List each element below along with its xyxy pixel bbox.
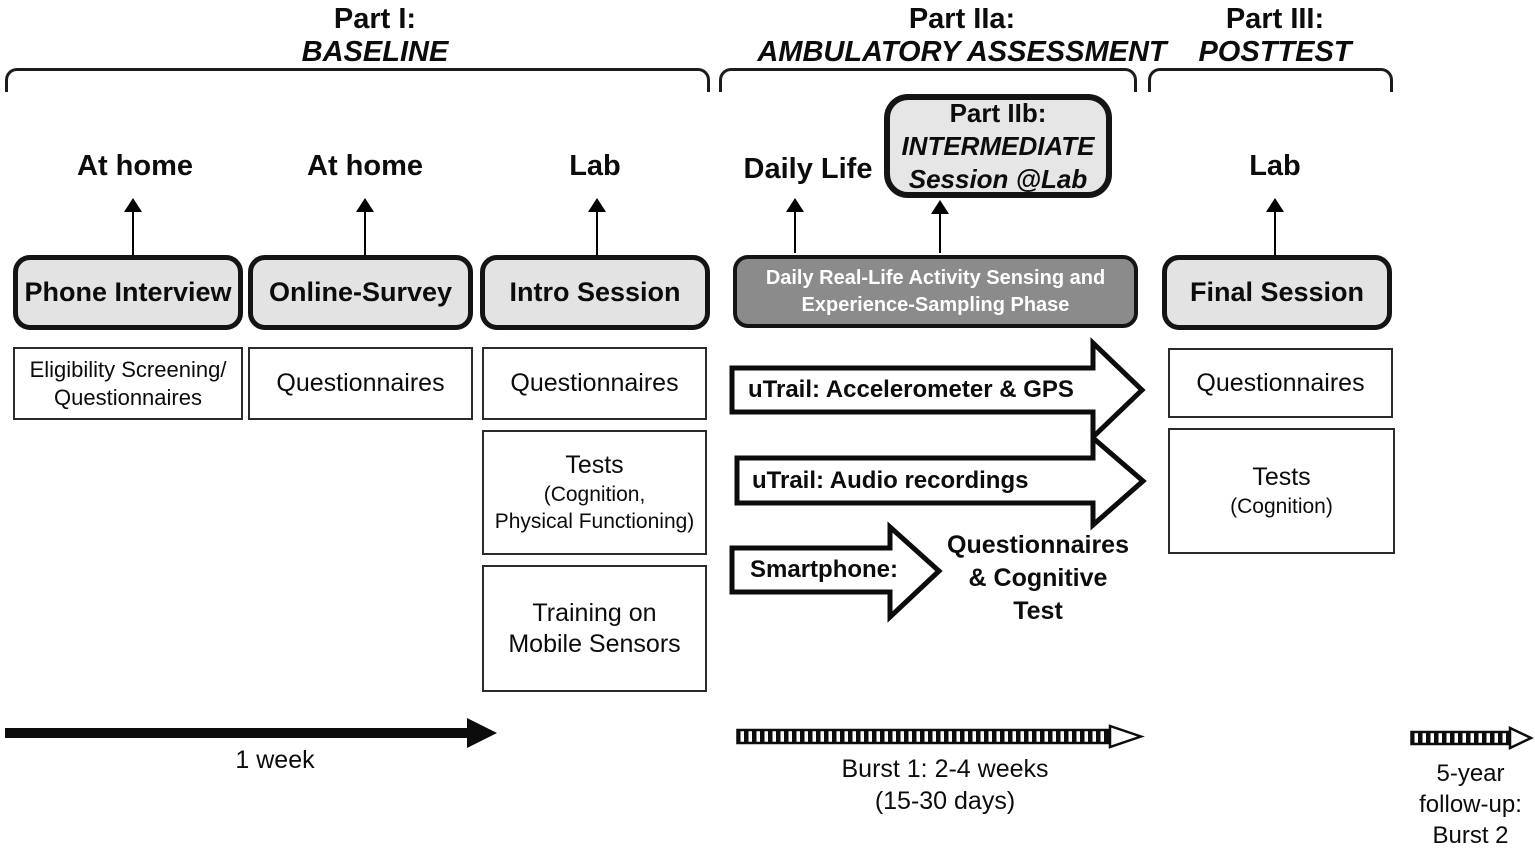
online-questionnaires-box: Questionnaires (248, 347, 473, 420)
training-line2: Mobile Sensors (508, 629, 681, 658)
eligibility-line2: Questionnaires (54, 384, 202, 410)
burst2-line1: 5-year (1436, 760, 1505, 787)
sensing-phase-box: Daily Real-Life Activity Sensing and Exp… (733, 255, 1138, 328)
part2b-line2: INTERMEDIATE (901, 130, 1095, 161)
up-arrow-part2b (931, 200, 949, 253)
intro-questionnaires-box: Questionnaires (482, 347, 707, 420)
smartphone-arrow-shape (729, 521, 943, 623)
intro-questionnaires-label: Questionnaires (510, 369, 679, 397)
burst1-arrow (736, 724, 1145, 749)
location-at-home-2: At home (307, 150, 423, 182)
accelerometer-arrow-label: uTrail: Accelerometer & GPS (748, 376, 1074, 403)
intro-tests-title: Tests (565, 451, 624, 479)
part1-subtitle: BASELINE (301, 36, 449, 68)
burst1-line2: (15-30 days) (874, 787, 1016, 815)
part2b-line3: Session @Lab (908, 163, 1088, 194)
up-arrow-daily-life (786, 198, 804, 253)
part3-header: Part III: POSTTEST (1145, 3, 1405, 69)
one-week-arrow (5, 718, 497, 748)
burst2-line3: Burst 2 (1432, 822, 1509, 849)
eligibility-line1: Eligibility Screening/ (29, 356, 227, 382)
location-at-home-1: At home (77, 150, 193, 182)
part3-subtitle: POSTTEST (1198, 36, 1352, 68)
sensing-phase-line1: Daily Real-Life Activity Sensing and (765, 266, 1106, 289)
eligibility-box: Eligibility Screening/ Questionnaires (13, 347, 243, 420)
online-survey-box: Online-Survey (248, 255, 473, 330)
part1-title: Part I: (333, 3, 417, 35)
burst1-line1: Burst 1: 2-4 weeks (841, 755, 1049, 783)
part2b-title: Part IIb: (949, 97, 1047, 128)
location-lab-1: Lab (569, 150, 621, 182)
audio-arrow-label: uTrail: Audio recordings (752, 467, 1029, 494)
up-arrow-final (1266, 198, 1284, 255)
burst1-label: Burst 1: 2-4 weeks (15-30 days) (790, 753, 1100, 817)
intro-tests-line3: Physical Functioning) (494, 510, 695, 533)
one-week-label: 1 week (150, 744, 400, 776)
training-box: Training on Mobile Sensors (482, 565, 707, 692)
sensing-phase-line2: Experience-Sampling Phase (801, 293, 1070, 316)
training-line1: Training on (532, 598, 657, 627)
audio-arrow-shape (734, 432, 1147, 531)
smartphone-output-line2: & Cognitive (968, 564, 1108, 592)
burst2-arrow (1410, 726, 1534, 750)
smartphone-arrow-label: Smartphone: (750, 556, 899, 583)
part1-bracket (5, 68, 710, 92)
part2b-box: Part IIb: INTERMEDIATE Session @Lab (884, 94, 1112, 198)
final-questionnaires-label: Questionnaires (1196, 368, 1365, 397)
location-lab-2: Lab (1249, 150, 1301, 182)
intro-session-box: Intro Session (480, 255, 710, 330)
final-tests-line2: (Cognition) (1230, 495, 1333, 518)
final-tests-box: Tests (Cognition) (1168, 428, 1395, 554)
part2a-title: Part IIa: (908, 3, 1016, 35)
one-week-text: 1 week (235, 746, 315, 774)
phone-interview-box: Phone Interview (13, 255, 243, 330)
accelerometer-arrow-shape (729, 337, 1146, 443)
burst2-line2: follow-up: (1419, 791, 1522, 818)
smartphone-output-line1: Questionnaires (947, 531, 1129, 559)
smartphone-output-line3: Test (1013, 597, 1063, 625)
part2a-subtitle: AMBULATORY ASSESSMENT (757, 36, 1167, 68)
part2a-bracket (719, 68, 1137, 92)
part2a-header: Part IIa: AMBULATORY ASSESSMENT (712, 3, 1212, 69)
up-arrow-phone (124, 198, 142, 255)
intro-tests-box: Tests (Cognition, Physical Functioning) (482, 430, 707, 555)
part1-header: Part I: BASELINE (225, 3, 525, 69)
final-tests-title: Tests (1252, 463, 1311, 491)
up-arrow-intro (588, 198, 606, 255)
location-daily-life: Daily Life (743, 153, 873, 185)
up-arrow-online (356, 198, 374, 255)
online-questionnaires-label: Questionnaires (276, 369, 445, 397)
final-questionnaires-box: Questionnaires (1168, 348, 1393, 418)
part3-bracket (1148, 68, 1393, 92)
intro-tests-line2: (Cognition, (543, 483, 646, 506)
part3-title: Part III: (1225, 3, 1325, 35)
burst2-label: 5-year follow-up: Burst 2 (1398, 758, 1535, 851)
final-session-box: Final Session (1162, 255, 1392, 330)
smartphone-output-text: Questionnaires & Cognitive Test (943, 529, 1133, 628)
